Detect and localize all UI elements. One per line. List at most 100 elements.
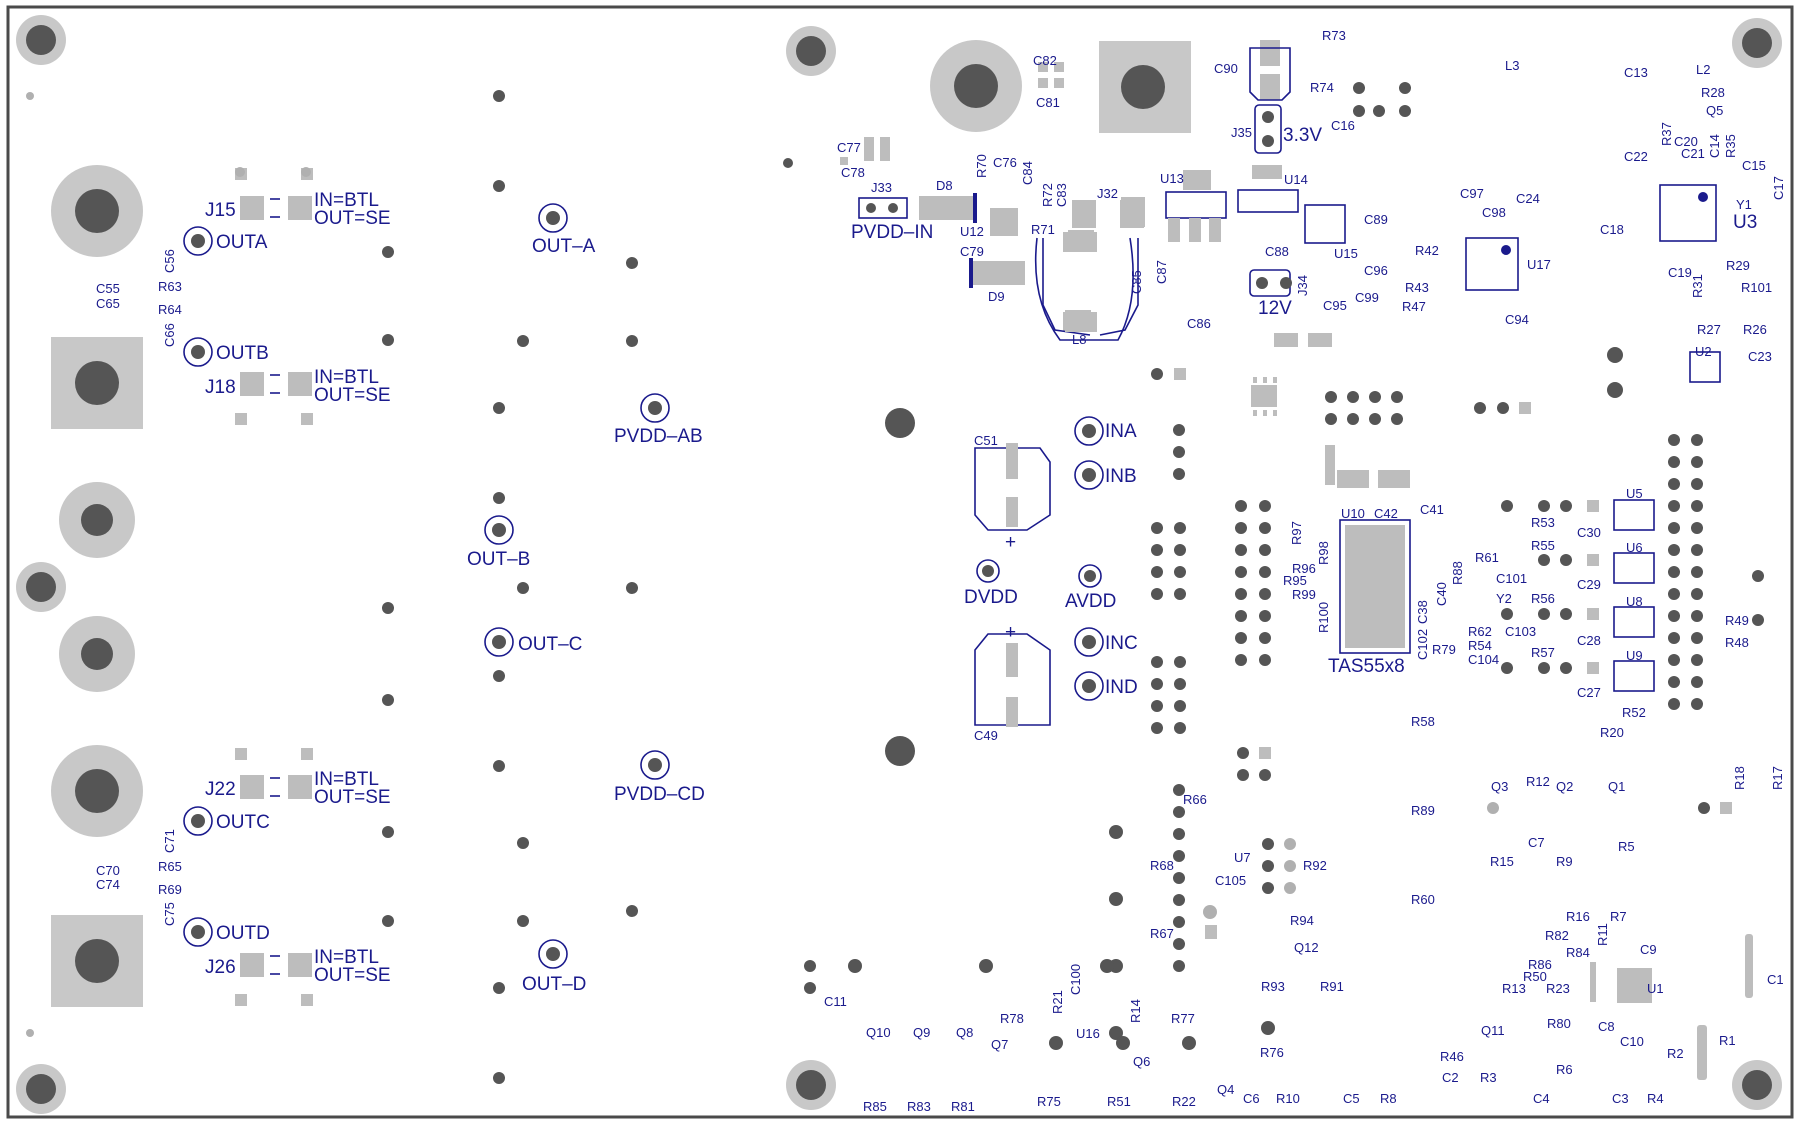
main-ic-u10 xyxy=(1325,445,1411,654)
label-r50: R50 xyxy=(1523,969,1547,984)
label-c103: C103 xyxy=(1505,624,1536,639)
label-c77: C77 xyxy=(837,140,861,155)
label-q4: Q4 xyxy=(1217,1082,1234,1097)
label-r101: R101 xyxy=(1741,280,1772,295)
label-r81: R81 xyxy=(951,1099,975,1114)
label-u7: U7 xyxy=(1234,850,1251,865)
label-r99: R99 xyxy=(1292,587,1316,602)
label-out-se-3: OUT=SE xyxy=(314,787,391,808)
label-pvdd-in: PVDD–IN xyxy=(851,222,933,243)
label-r17: R17 xyxy=(1770,766,1785,790)
label-tas55x8: TAS55x8 xyxy=(1328,656,1405,677)
label-r51: R51 xyxy=(1107,1094,1131,1109)
label-c81: C81 xyxy=(1036,95,1060,110)
label-r18: R18 xyxy=(1732,766,1747,790)
label-c40: C40 xyxy=(1434,582,1449,606)
label-c96: C96 xyxy=(1364,263,1388,278)
label-r63: R63 xyxy=(158,279,182,294)
label-u17: U17 xyxy=(1527,257,1551,272)
label-r65: R65 xyxy=(158,859,182,874)
label-in-btl-2: IN=BTL xyxy=(314,367,379,388)
label-r67: R67 xyxy=(1150,926,1174,941)
label-c42: C42 xyxy=(1374,506,1398,521)
label-out-d: OUT–D xyxy=(522,974,586,995)
label-q11: Q11 xyxy=(1481,1023,1505,1038)
label-r2: R2 xyxy=(1667,1046,1684,1061)
label-c30: C30 xyxy=(1577,525,1601,540)
label-j18: J18 xyxy=(205,377,236,398)
label-outa: OUTA xyxy=(216,232,268,253)
label-c22: C22 xyxy=(1624,149,1648,164)
label-c7: C7 xyxy=(1528,835,1545,850)
label-r57: R57 xyxy=(1531,645,1555,660)
label-ina: INA xyxy=(1105,421,1137,442)
label-c84: C84 xyxy=(1020,161,1035,185)
label-c89: C89 xyxy=(1364,212,1388,227)
label-j32: J32 xyxy=(1097,186,1118,201)
label-c23: C23 xyxy=(1748,349,1772,364)
label-r29: R29 xyxy=(1726,258,1750,273)
label-c24: C24 xyxy=(1516,191,1540,206)
label-u3: U3 xyxy=(1733,212,1757,233)
label-r37: R37 xyxy=(1659,122,1674,146)
label-c70: C70 xyxy=(96,863,120,878)
label-r10: R10 xyxy=(1276,1091,1300,1106)
label-pvdd-ab: PVDD–AB xyxy=(614,426,703,447)
label-r27: R27 xyxy=(1697,322,1721,337)
label-r28: R28 xyxy=(1701,85,1725,100)
label-r76: R76 xyxy=(1260,1045,1284,1060)
label-in-btl: IN=BTL xyxy=(314,190,379,211)
label-c9: C9 xyxy=(1640,942,1657,957)
mcu-ics xyxy=(1465,184,1721,1003)
label-r60: R60 xyxy=(1411,892,1435,907)
label-c5: C5 xyxy=(1343,1091,1360,1106)
label-12v: 12V xyxy=(1258,298,1292,319)
label-y1: Y1 xyxy=(1736,197,1752,212)
label-r94: R94 xyxy=(1290,913,1314,928)
label-q8: Q8 xyxy=(956,1025,973,1040)
label-u8: U8 xyxy=(1626,594,1643,609)
label-pvdd-cd: PVDD–CD xyxy=(614,784,705,805)
label-c83: C83 xyxy=(1054,183,1069,207)
label-3v3: 3.3V xyxy=(1283,125,1322,146)
label-r61: R61 xyxy=(1475,550,1499,565)
label-c28: C28 xyxy=(1577,633,1601,648)
label-r84: R84 xyxy=(1566,945,1590,960)
label-j33: J33 xyxy=(871,180,892,195)
label-c19: C19 xyxy=(1668,265,1692,280)
label-r43: R43 xyxy=(1405,280,1429,295)
label-r46: R46 xyxy=(1440,1049,1464,1064)
label-out-c: OUT–C xyxy=(518,634,582,655)
label-u6: U6 xyxy=(1626,540,1643,555)
label-in-btl-3: IN=BTL xyxy=(314,769,379,790)
label-c11: C11 xyxy=(824,994,847,1009)
label-c101: C101 xyxy=(1496,571,1527,586)
label-c1: C1 xyxy=(1767,972,1784,987)
label-c18: C18 xyxy=(1600,222,1624,237)
label-j22: J22 xyxy=(205,779,236,800)
label-r72: R72 xyxy=(1040,183,1055,207)
label-r82: R82 xyxy=(1545,928,1569,943)
label-c6: C6 xyxy=(1243,1091,1260,1106)
label-q7: Q7 xyxy=(991,1037,1008,1052)
label-u14: U14 xyxy=(1284,172,1308,187)
label-r77: R77 xyxy=(1171,1011,1195,1026)
label-c85: C85 xyxy=(1129,270,1144,294)
label-u1: U1 xyxy=(1647,981,1664,996)
label-r55: R55 xyxy=(1531,538,1555,553)
label-r3: R3 xyxy=(1480,1070,1497,1085)
label-r1: R1 xyxy=(1719,1033,1736,1048)
label-r93: R93 xyxy=(1261,979,1285,994)
label-r78: R78 xyxy=(1000,1011,1024,1026)
label-u15: U15 xyxy=(1334,246,1358,261)
label-c105: C105 xyxy=(1215,873,1246,888)
label-r96: R96 xyxy=(1292,561,1316,576)
label-r4: R4 xyxy=(1647,1091,1664,1106)
label-r16: R16 xyxy=(1566,909,1590,924)
label-r97: R97 xyxy=(1289,521,1304,545)
label-c51: C51 xyxy=(974,433,998,448)
label-r31: R31 xyxy=(1690,274,1705,298)
label-r14: R14 xyxy=(1128,999,1143,1023)
right-edge-connector xyxy=(1697,934,1753,1080)
